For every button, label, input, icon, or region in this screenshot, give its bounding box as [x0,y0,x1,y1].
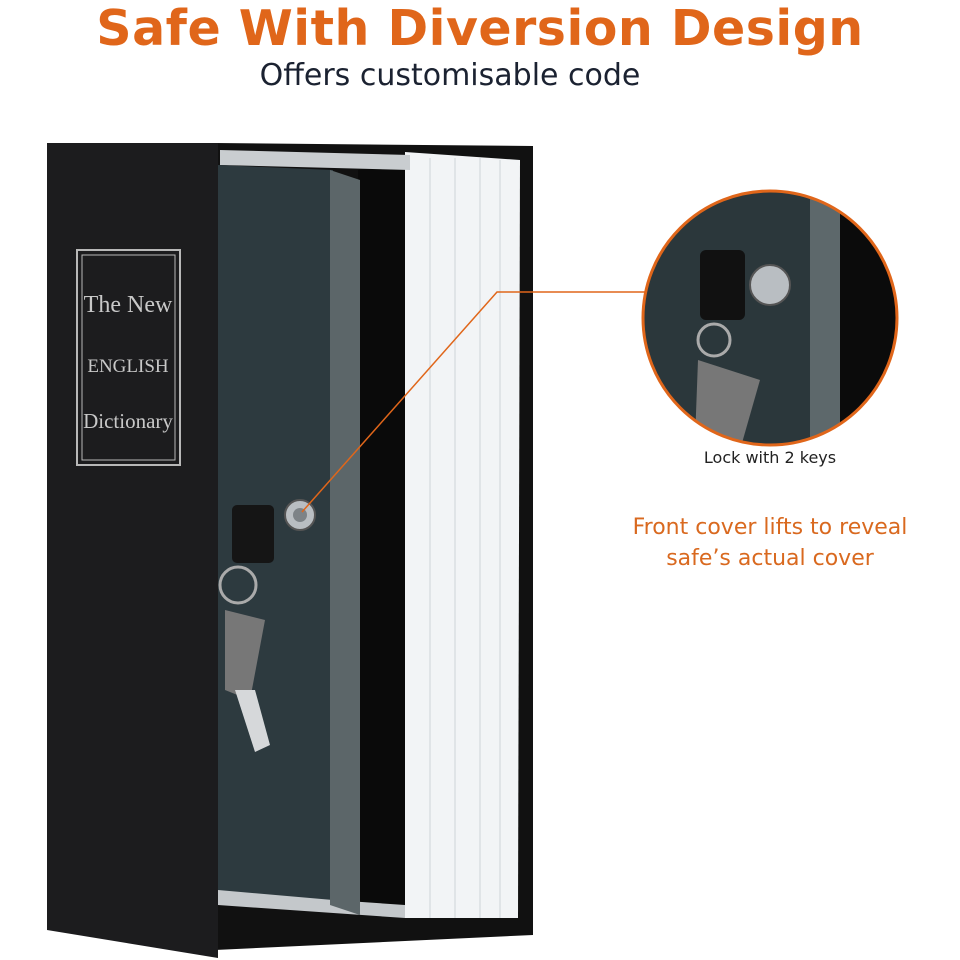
headline: Safe With Diversion Design [96,0,864,57]
key-head [232,505,274,563]
callout-circle [641,189,899,447]
key-ring [218,565,258,605]
cover-line-3: Dictionary [83,409,173,433]
cover-line-2: ENGLISH [87,356,169,377]
lock-caption: Lock with 2 keys [703,448,837,467]
callout-line [301,291,645,513]
key-blade [235,690,270,752]
pages [405,152,520,918]
safe-door-edge [330,170,360,915]
cover-line-1: The New [84,292,173,318]
front-cover [47,143,218,958]
cover-title-box: The New ENGLISH Dictionary [76,249,181,466]
cover-caption: Front cover lifts to reveal safe’s actua… [632,515,908,571]
subheadline: Offers customisable code [259,58,641,93]
